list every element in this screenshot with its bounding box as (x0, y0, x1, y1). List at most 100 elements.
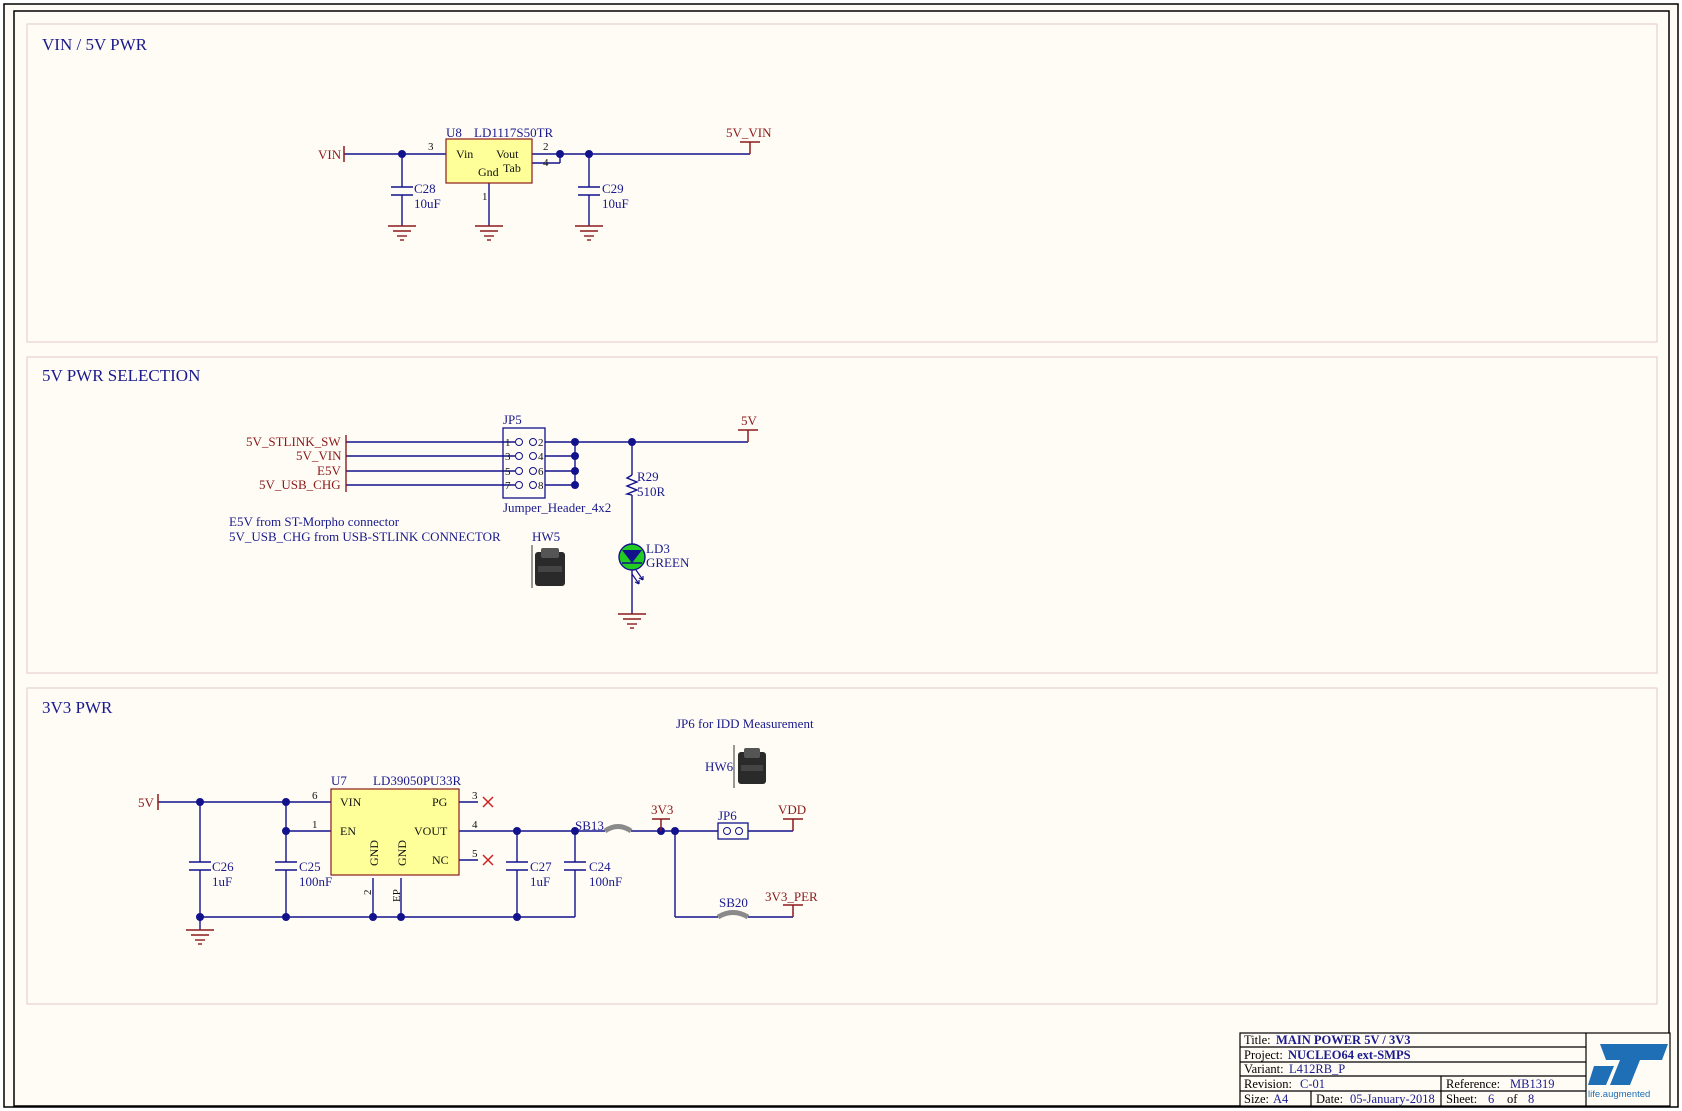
u8-pin-num-in: 3 (428, 141, 434, 153)
jp6-pin-2 (735, 827, 743, 835)
solder-bridge-sb13 (603, 824, 633, 834)
cap-c26-symbol (189, 861, 211, 871)
u8-pin-vout: Vout (496, 147, 519, 161)
net-5v-vin-sel: 5V_VIN (296, 448, 342, 463)
solder-bridge-sb20 (716, 910, 750, 920)
u7-pin-gnd1: GND (367, 840, 381, 866)
u8-pin-num-gnd: 1 (482, 191, 488, 203)
tb-project-label: Project: (1244, 1048, 1283, 1062)
cap-c29-ref: C29 (602, 181, 624, 196)
jp5-pin-1: 1 (505, 437, 511, 449)
jp5-header (502, 427, 546, 499)
section-3v3-panel (26, 687, 1658, 1005)
jumper-cap-hw5-icon (531, 545, 565, 588)
net-vdd-label: VDD (778, 802, 806, 817)
cap-c26-ref: C26 (212, 859, 234, 874)
u7-pin-pg: PG (432, 795, 448, 809)
u7-pin-gnd2: GND (395, 840, 409, 866)
cap-c29-value: 10uF (602, 196, 629, 211)
resistor-r29-ref: R29 (637, 469, 659, 484)
ground-symbol-c29 (575, 225, 603, 241)
u8-ref: U8 (446, 125, 462, 140)
sb13-ref: SB13 (575, 818, 604, 833)
net-3v3-per-label: 3V3_PER (765, 889, 818, 904)
jp5-pin-5: 5 (505, 466, 511, 478)
u8-pin-num-tab: 4 (543, 157, 549, 169)
tb-title-label: Title: (1244, 1033, 1271, 1047)
section-title-3v3: 3V3 PWR (42, 698, 113, 717)
jp5-pin-7: 7 (505, 480, 511, 492)
v33-wires (158, 801, 793, 930)
jp5-pin-3: 3 (505, 451, 511, 463)
tb-project: NUCLEO64 ext-SMPS (1288, 1048, 1411, 1062)
cap-c27-value: 1uF (530, 874, 550, 889)
sb20-ref: SB20 (719, 895, 748, 910)
note-e5v: E5V from ST-Morpho connector (229, 514, 400, 529)
jumper-cap-hw6-icon (733, 745, 766, 788)
cap-c28-value: 10uF (414, 196, 441, 211)
cap-c24-ref: C24 (589, 859, 611, 874)
u7-pin-num-vin: 6 (312, 790, 318, 802)
tb-of-label: of (1507, 1092, 1518, 1106)
hw5-ref: HW5 (532, 529, 560, 544)
no-connect-nc-icon (482, 854, 494, 866)
tb-date-label: Date: (1316, 1092, 1343, 1106)
ground-symbol-u8 (475, 225, 503, 241)
u8-pin-vin: Vin (456, 147, 473, 161)
cap-c25-symbol (275, 861, 297, 871)
cap-c27-symbol (506, 861, 528, 871)
tb-variant: L412RB_P (1289, 1062, 1345, 1076)
no-connect-pg-icon (482, 796, 494, 808)
net-3v3-symbol (652, 818, 670, 831)
jp5-pin-2: 2 (538, 437, 544, 449)
paper (3, 3, 1679, 1108)
net-e5v: E5V (317, 463, 341, 478)
section-vin-panel (26, 23, 1658, 343)
net-5v-vin-symbol (740, 141, 760, 154)
u8-regulator (445, 138, 533, 184)
net-5v-symbol (738, 429, 758, 442)
inner-frame (13, 10, 1670, 1107)
ground-symbol-3v3 (186, 929, 214, 945)
selection-junctions (571, 438, 636, 489)
tb-sheet-total: 8 (1528, 1092, 1534, 1106)
u7-regulator (330, 788, 460, 876)
tb-sheet-label: Sheet: (1446, 1092, 1477, 1106)
tb-size-label: Size: (1244, 1092, 1269, 1106)
jp5-pin-4: 4 (538, 451, 544, 463)
tb-reference: MB1319 (1510, 1077, 1554, 1091)
u7-pin-nc: NC (432, 853, 449, 867)
u7-ref: U7 (331, 773, 347, 788)
u7-pin-ep: EP (391, 889, 403, 902)
net-3v3-label: 3V3 (651, 802, 673, 817)
tb-revision-label: Revision: (1244, 1077, 1292, 1091)
led-ld3-ref: LD3 (646, 541, 670, 556)
jp6-pin-1 (723, 827, 731, 835)
net-5v-stlink-sw: 5V_STLINK_SW (246, 434, 341, 449)
cap-c24-symbol (564, 861, 586, 871)
tb-title: MAIN POWER 5V / 3V3 (1276, 1033, 1411, 1047)
hw6-ref: HW6 (705, 759, 734, 774)
jp5-pin-6: 6 (538, 466, 544, 478)
u7-pin-num-en: 1 (312, 819, 318, 831)
section-selection-panel (26, 356, 1658, 674)
tb-size: A4 (1273, 1092, 1289, 1106)
cap-c28-ref: C28 (414, 181, 436, 196)
cap-c25-ref: C25 (299, 859, 321, 874)
u7-pin-vin: VIN (340, 795, 362, 809)
jp5-part: Jumper_Header_4x2 (503, 500, 611, 515)
u7-pin-num-vout: 4 (472, 819, 478, 831)
net-3v3-per-symbol (783, 904, 803, 917)
cap-c24-value: 100nF (589, 874, 622, 889)
tb-variant-label: Variant: (1244, 1062, 1284, 1076)
led-ld3-symbol (618, 543, 646, 585)
net-vdd-symbol (783, 818, 803, 831)
u8-pin-gnd: Gnd (478, 165, 499, 179)
section-title-vin: VIN / 5V PWR (42, 35, 148, 54)
jp6-header (717, 822, 749, 840)
vin-section (344, 153, 750, 226)
resistor-r29-symbol (624, 474, 639, 496)
net-5v-vin-label: 5V_VIN (726, 125, 772, 140)
section-title-selection: 5V PWR SELECTION (42, 366, 200, 385)
